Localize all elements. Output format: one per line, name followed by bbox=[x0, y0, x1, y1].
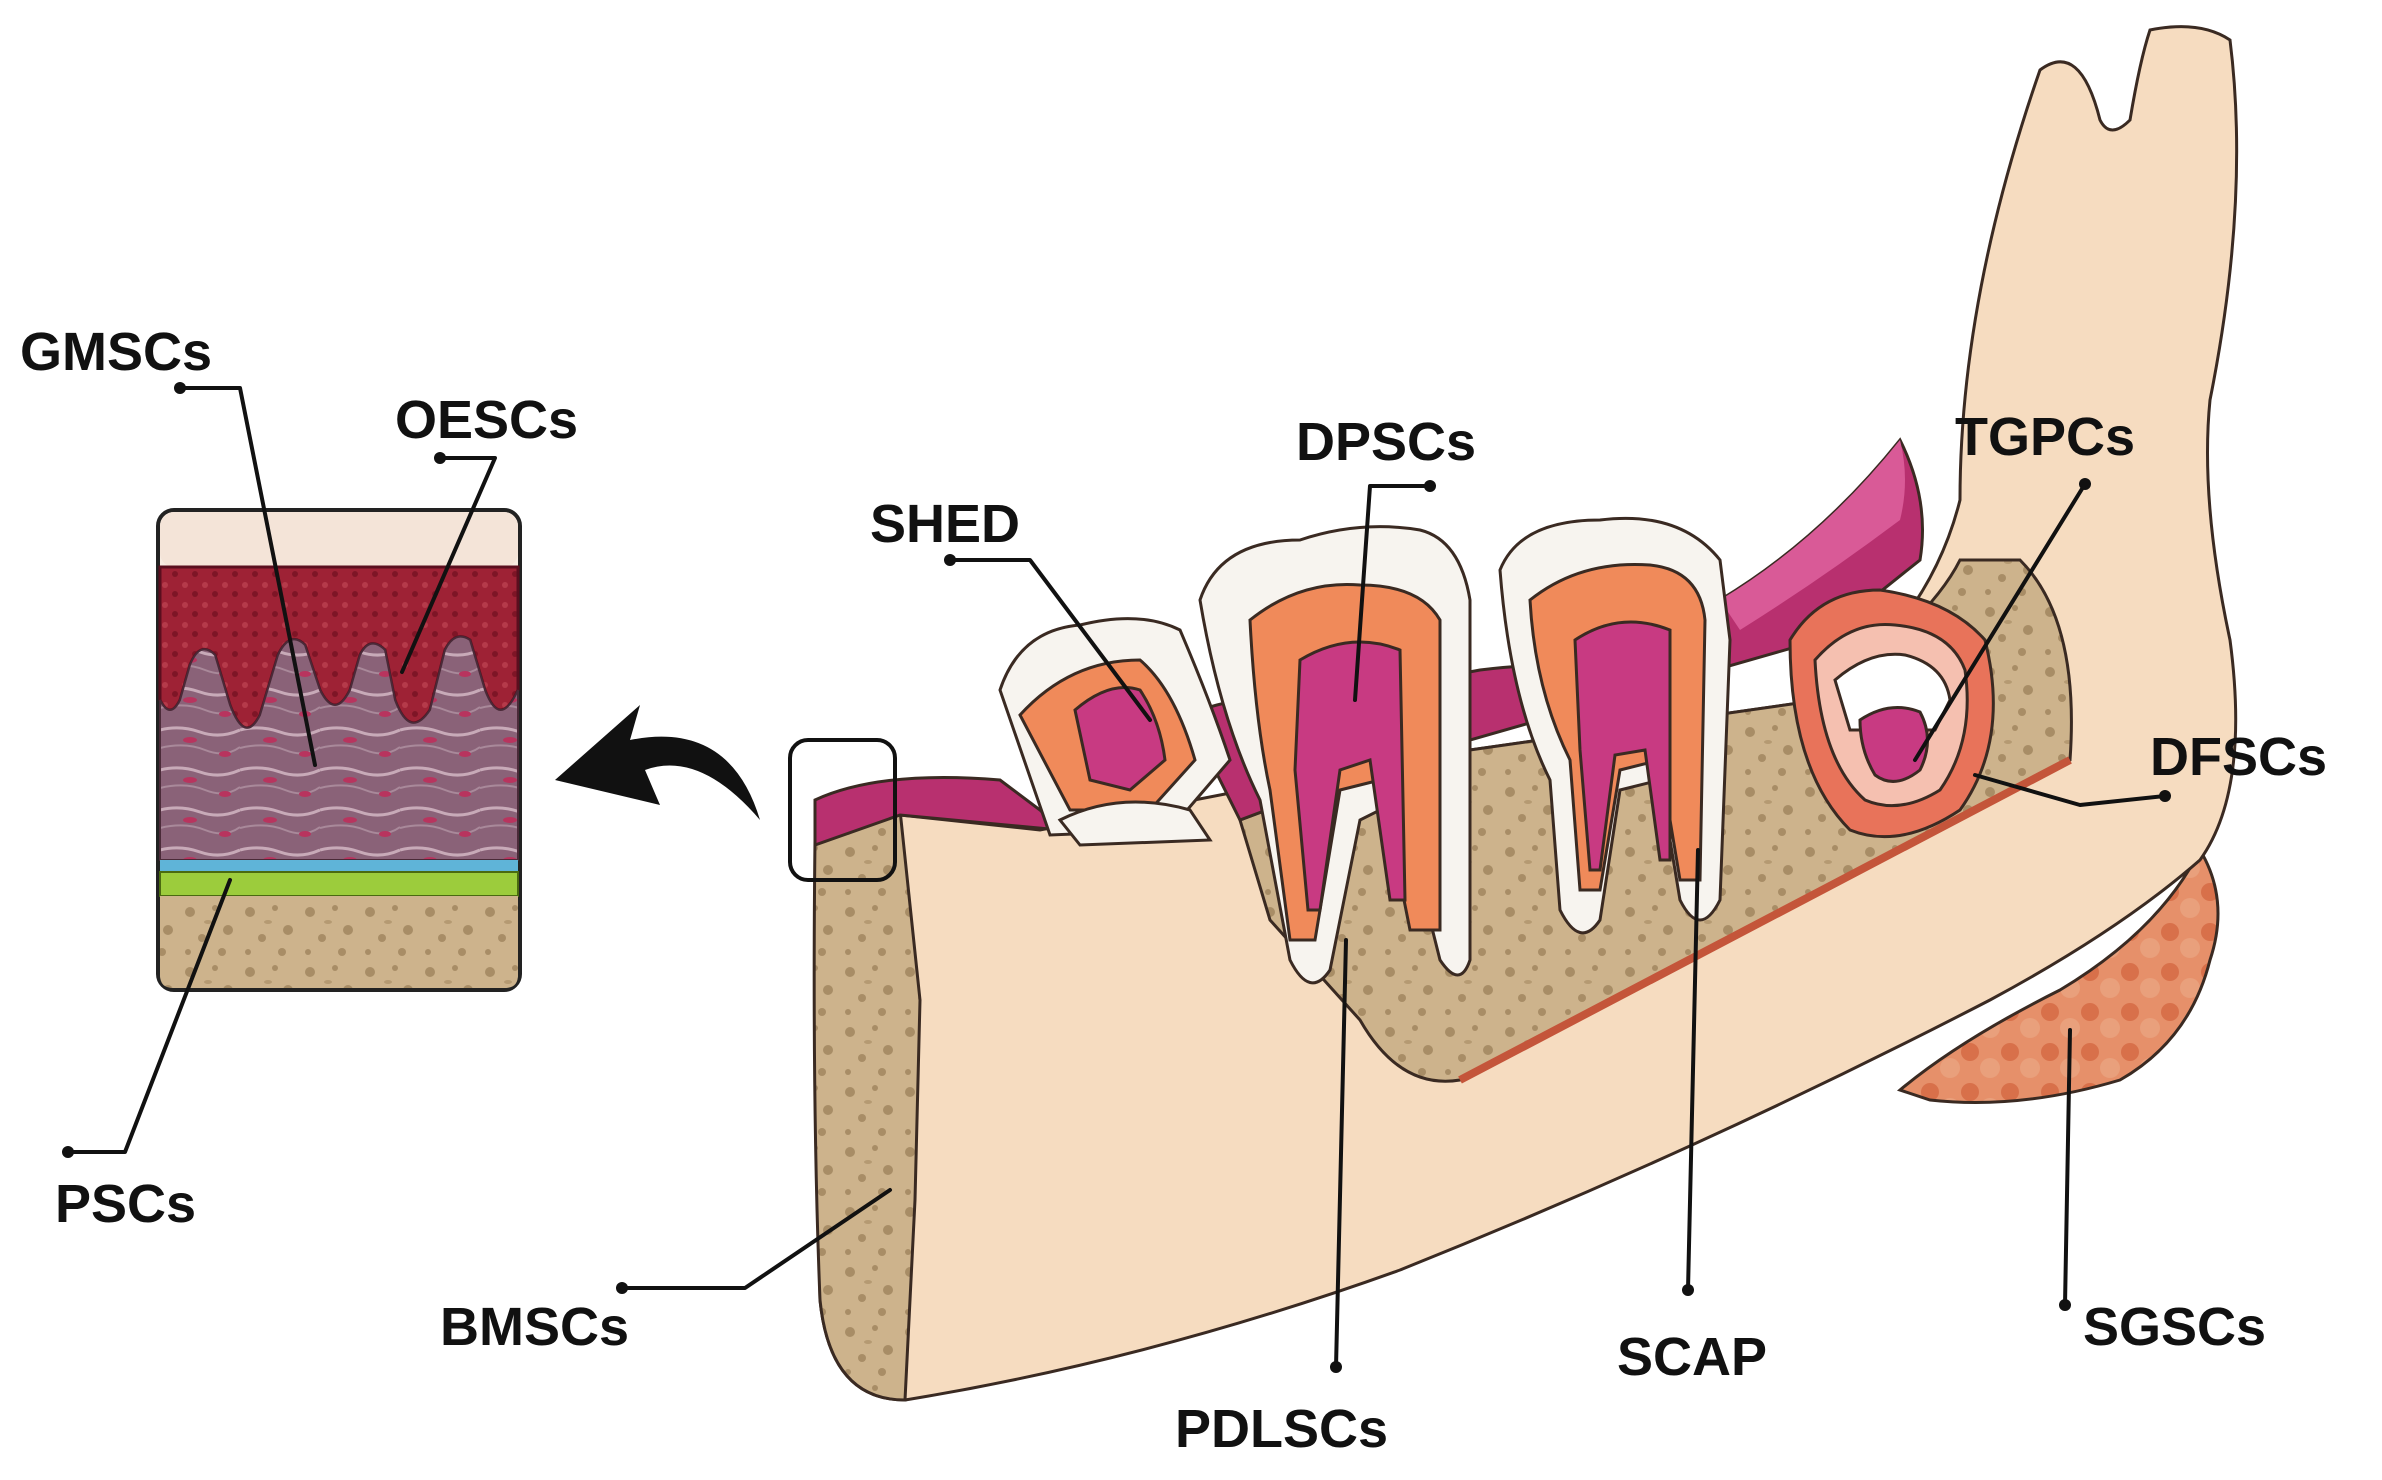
label-pscs: PSCs bbox=[55, 1174, 196, 1234]
mandible-bone bbox=[813, 25, 2239, 1402]
label-gmscs: GMSCs bbox=[20, 322, 212, 382]
cut-face-bone bbox=[812, 807, 922, 1402]
label-sgscs: SGSCs bbox=[2083, 1297, 2266, 1357]
label-shed: SHED bbox=[870, 494, 1020, 554]
primary-tooth bbox=[998, 617, 1232, 847]
molar-1 bbox=[1198, 525, 1472, 985]
label-dpscs: DPSCs bbox=[1296, 412, 1476, 472]
magnified-region-box bbox=[788, 738, 897, 882]
salivary-gland bbox=[1896, 846, 2220, 1104]
label-pdlscs: PDLSCs bbox=[1175, 1399, 1388, 1459]
label-scap: SCAP bbox=[1617, 1327, 1767, 1387]
leader-lines bbox=[62, 382, 2171, 1373]
magnify-arrow bbox=[555, 705, 760, 820]
labels: GMSCs OESCs PSCs SHED DPSCs TGPCs DFSCs … bbox=[20, 322, 2327, 1459]
mandible bbox=[788, 25, 2239, 1402]
label-tgpcs: TGPCs bbox=[1955, 407, 2135, 467]
developing-tooth bbox=[1788, 588, 1995, 839]
tissue-inset bbox=[156, 508, 522, 992]
label-bmscs: BMSCs bbox=[440, 1297, 629, 1357]
molar-2 bbox=[1498, 516, 1732, 935]
label-dfscs: DFSCs bbox=[2150, 727, 2327, 787]
label-oescs: OESCs bbox=[395, 390, 578, 450]
